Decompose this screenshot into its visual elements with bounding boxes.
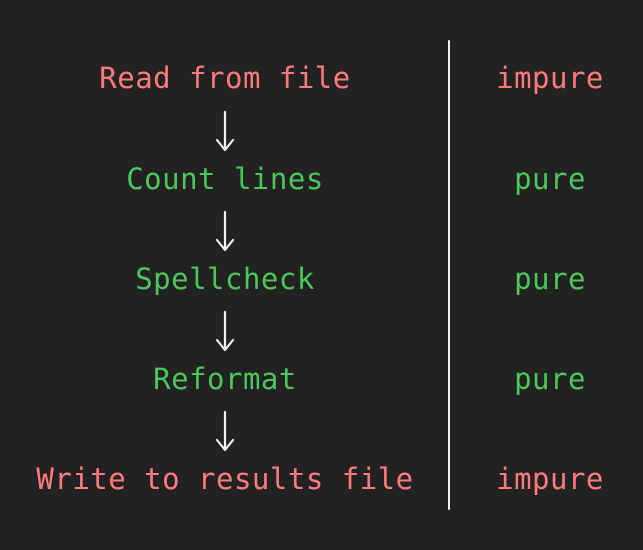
purity-label: impure (496, 462, 604, 496)
step-reformat: Reformat (153, 362, 297, 396)
step-write-to-results-file: Write to results file (36, 462, 414, 496)
down-arrow-icon (215, 410, 235, 452)
purity-label: pure (514, 262, 586, 296)
step-read-from-file: Read from file (99, 61, 351, 95)
down-arrow-icon (215, 310, 235, 352)
down-arrow-icon (215, 210, 235, 252)
column-divider (448, 40, 450, 510)
purity-label: pure (514, 362, 586, 396)
down-arrow-icon (215, 110, 235, 152)
purity-label: pure (514, 162, 586, 196)
purity-label: impure (496, 61, 604, 95)
step-spellcheck: Spellcheck (135, 262, 315, 296)
step-count-lines: Count lines (126, 162, 324, 196)
